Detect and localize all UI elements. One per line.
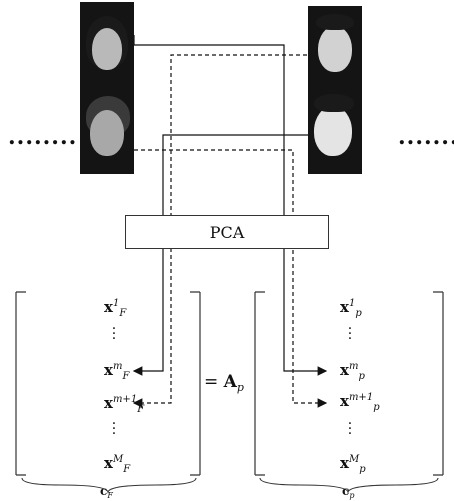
face-image-left-column [80, 2, 134, 174]
left-vdots-upper: ··· [110, 327, 118, 342]
right-vector-m-plus-1: xm+1p [340, 392, 380, 413]
left-vector-1: x1F [104, 298, 126, 319]
left-vector-m: xmF [104, 361, 129, 382]
right-bracket [255, 292, 443, 475]
right-vector-1: x1p [340, 298, 362, 319]
pca-label: PCA [126, 223, 328, 242]
ellipsis-right: ........ [398, 126, 454, 148]
right-vdots-upper: ··· [346, 327, 354, 342]
right-vector-m: xmp [340, 361, 365, 382]
right-caption: cp [342, 484, 354, 501]
left-vector-m-plus-1: xm+1F [104, 394, 144, 415]
right-vdots-lower: ··· [346, 422, 354, 437]
solid-link-bottom-face-to-xfm [134, 135, 314, 371]
face-image-right-column [308, 6, 362, 174]
left-vdots-lower: ··· [110, 422, 118, 437]
right-vector-M: xMp [340, 454, 366, 475]
left-vector-M: xMF [104, 454, 130, 475]
equation: = Ap [204, 372, 244, 395]
left-bracket [16, 292, 200, 475]
ellipsis-left: ........ [8, 126, 77, 148]
left-caption: cF [100, 484, 113, 501]
pca-box: PCA [125, 215, 329, 249]
